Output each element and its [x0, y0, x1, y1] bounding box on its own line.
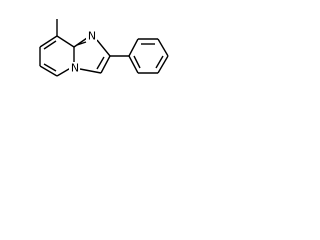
bond-c8-c8a: [56, 35, 75, 48]
phenyl-double-bond-b: [155, 55, 164, 69]
bond-c8a-n1: [73, 37, 88, 48]
phenyl-bond-1: [128, 38, 139, 57]
bond-c5-c6: [39, 65, 58, 77]
double-bond-c6-c5-inner: [43, 63, 57, 72]
phenyl-bond-3: [157, 38, 169, 57]
bond-c3-n4: [79, 68, 102, 74]
phenyl-bond-6: [128, 55, 139, 74]
bond-n1-c2: [96, 39, 111, 57]
bond-c2-c3: [100, 55, 111, 74]
molecule-structure-diagram: N N: [39, 19, 169, 77]
double-bond-c8-c7-inner: [43, 40, 57, 50]
atom-label-n2: N: [71, 62, 79, 75]
atom-label-n1: N: [88, 30, 96, 43]
double-bond-c2-c3-inner: [96, 56, 105, 70]
bond-c7-c8: [39, 35, 58, 48]
phenyl-bond-4: [157, 55, 169, 74]
phenyl-double-bond-c: [133, 55, 141, 69]
